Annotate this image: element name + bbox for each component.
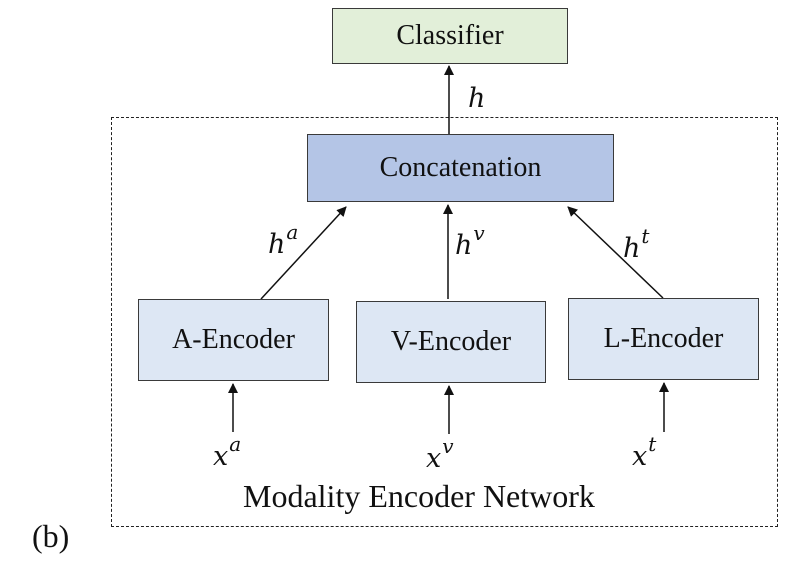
concatenation-node: Concatenation bbox=[307, 134, 614, 202]
label-h-v: hv bbox=[455, 223, 485, 261]
edge-a-encoder-to-concat bbox=[260, 206, 347, 300]
panel-label: (b) bbox=[32, 518, 70, 554]
label-h-a-base: h bbox=[268, 229, 286, 260]
edge-l-encoder-to-concat bbox=[567, 206, 664, 299]
concatenation-label: Concatenation bbox=[379, 152, 542, 183]
label-h-t-base: h bbox=[623, 233, 641, 264]
classifier-label: Classifier bbox=[396, 20, 504, 51]
label-x-t: xt bbox=[632, 434, 656, 472]
classifier-node: Classifier bbox=[332, 8, 568, 64]
label-x-v-sup: v bbox=[442, 434, 454, 458]
label-h-base: h bbox=[468, 83, 486, 114]
label-h-a: ha bbox=[268, 222, 298, 260]
label-h-t: ht bbox=[623, 226, 649, 264]
modality-encoder-network-group bbox=[111, 117, 778, 527]
label-x-t-sup: t bbox=[648, 432, 657, 456]
label-x-v: xv bbox=[426, 436, 454, 474]
label-x-a-base: x bbox=[213, 441, 229, 472]
l-encoder-label: L-Encoder bbox=[603, 323, 724, 354]
v-encoder-node: V-Encoder bbox=[356, 301, 546, 383]
group-label: Modality Encoder Network bbox=[243, 478, 595, 514]
a-encoder-node: A-Encoder bbox=[138, 299, 329, 381]
label-h-t-sup: t bbox=[641, 224, 650, 248]
v-encoder-label: V-Encoder bbox=[390, 326, 512, 357]
label-h-v-sup: v bbox=[473, 221, 485, 245]
label-x-t-base: x bbox=[632, 441, 648, 472]
l-encoder-node: L-Encoder bbox=[568, 298, 759, 380]
label-x-a: xa bbox=[213, 434, 241, 472]
label-h: h bbox=[468, 85, 485, 112]
label-h-a-sup: a bbox=[286, 220, 299, 244]
a-encoder-label: A-Encoder bbox=[172, 324, 295, 355]
label-h-v-base: h bbox=[455, 230, 473, 261]
label-x-v-base: x bbox=[426, 443, 442, 474]
label-x-a-sup: a bbox=[229, 432, 242, 456]
